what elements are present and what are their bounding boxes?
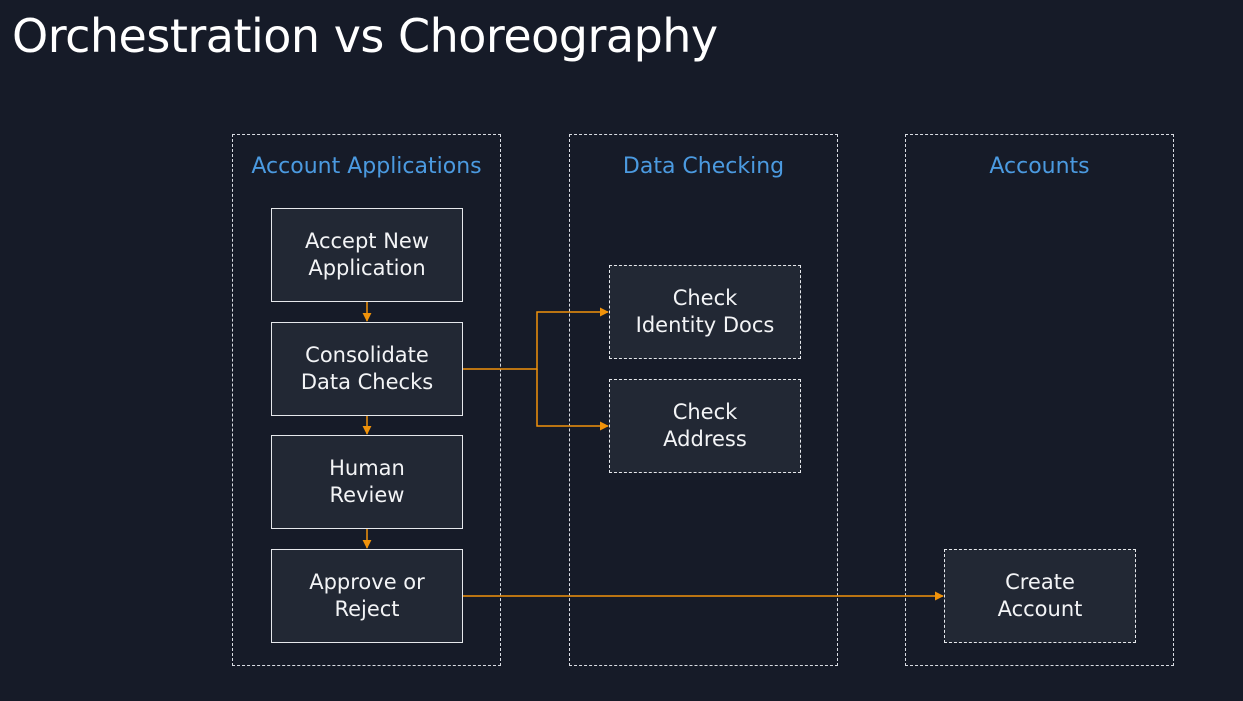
step-create-account: Create Account [944, 549, 1136, 643]
step-consolidate-data-checks: Consolidate Data Checks [271, 322, 463, 416]
lane-title-account-applications: Account Applications [251, 154, 482, 179]
step-accept-new-application: Accept New Application [271, 208, 463, 302]
lane-account-applications [232, 134, 501, 666]
lane-accounts [905, 134, 1174, 666]
lane-title-accounts: Accounts [989, 154, 1090, 179]
step-check-address: Check Address [609, 379, 801, 473]
page-title: Orchestration vs Choreography [12, 9, 718, 63]
lane-title-data-checking: Data Checking [622, 154, 785, 179]
step-approve-or-reject: Approve or Reject [271, 549, 463, 643]
step-check-identity-docs: Check Identity Docs [609, 265, 801, 359]
step-human-review: Human Review [271, 435, 463, 529]
